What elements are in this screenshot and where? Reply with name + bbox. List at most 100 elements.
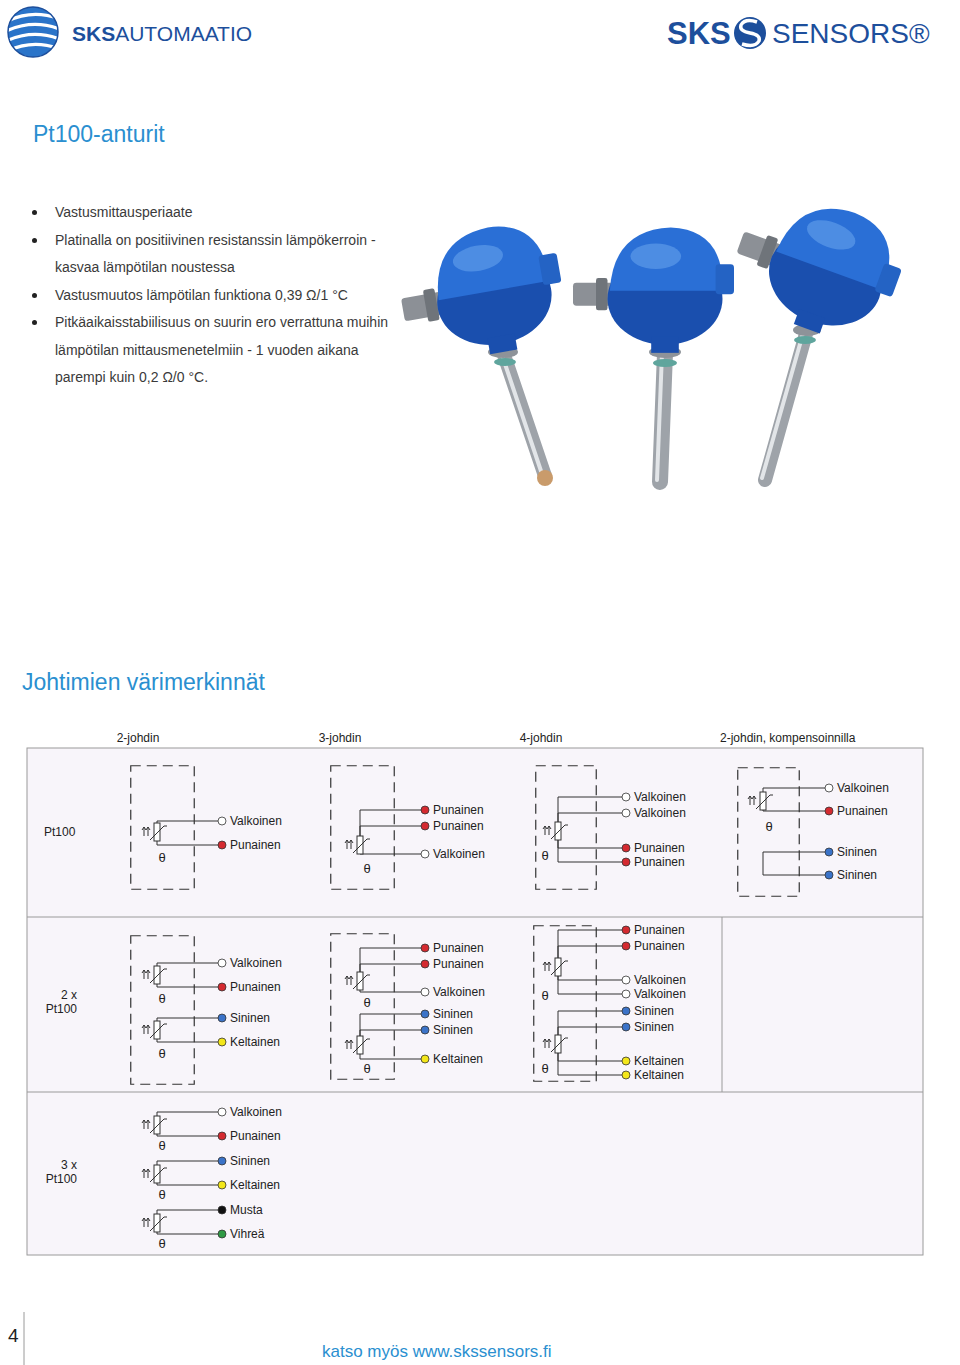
temperature-arrow bbox=[543, 962, 547, 965]
theta-symbol: θ bbox=[363, 996, 370, 1009]
dashed-outline bbox=[536, 766, 597, 890]
temperature-arrow bbox=[752, 796, 756, 799]
wire-color-label: Keltainen bbox=[433, 1052, 483, 1066]
product-photo-part bbox=[653, 359, 677, 367]
brand-logo: AUTOMAATIO bbox=[115, 21, 252, 46]
wire-color-label: Valkoinen bbox=[634, 806, 686, 820]
wire-color-label: Keltainen bbox=[230, 1035, 280, 1049]
product-photo-part-part bbox=[716, 264, 734, 294]
terminal-dot bbox=[421, 1010, 429, 1018]
terminal-dot bbox=[218, 1157, 226, 1165]
dashed-outline bbox=[331, 766, 395, 890]
wire-color-label: Sininen bbox=[433, 1023, 473, 1037]
terminal-dot bbox=[622, 793, 630, 801]
theta-symbol: θ bbox=[541, 1062, 548, 1075]
product-photo-part bbox=[537, 470, 553, 486]
resistor-symbol bbox=[555, 1035, 561, 1053]
resistor-symbol bbox=[154, 823, 160, 841]
column-header: 2-johdin bbox=[117, 731, 160, 745]
row-header: 3 x Pt100 bbox=[37, 1158, 77, 1187]
wire bbox=[157, 1210, 222, 1214]
wire bbox=[360, 964, 425, 972]
terminal-dot bbox=[622, 926, 630, 934]
wiring-table-frame bbox=[27, 748, 923, 1255]
temperature-arrow bbox=[349, 1040, 353, 1043]
terminal-dot bbox=[421, 944, 429, 952]
product-photo-part bbox=[794, 336, 816, 344]
temperature-arrow bbox=[142, 827, 146, 830]
temperature-arrow bbox=[547, 1039, 551, 1042]
dashed-outline bbox=[738, 768, 800, 897]
wire-color-label: Valkoinen bbox=[433, 847, 485, 861]
resistor-symbol bbox=[150, 1168, 167, 1182]
dashed-outline bbox=[534, 926, 597, 1082]
product-photo bbox=[391, 180, 914, 486]
wire bbox=[763, 788, 829, 792]
dashed-outline bbox=[331, 934, 395, 1080]
wire-color-label: Musta bbox=[230, 1203, 263, 1217]
terminal-dot bbox=[218, 1038, 226, 1046]
terminal-dot bbox=[421, 822, 429, 830]
resistor-symbol bbox=[154, 1214, 160, 1232]
terminal-dot bbox=[421, 850, 429, 858]
wire bbox=[360, 990, 425, 992]
wire bbox=[360, 854, 425, 855]
wire-color-label: Punainen bbox=[230, 1129, 281, 1143]
company-logo-icon bbox=[4, 7, 62, 57]
wire-color-label: Valkoinen bbox=[634, 790, 686, 804]
temperature-arrow bbox=[146, 1218, 150, 1221]
temperature-arrow bbox=[543, 826, 547, 829]
sensors-logo-icon-part bbox=[734, 17, 766, 49]
terminal-dot bbox=[825, 848, 833, 856]
dashed-outline bbox=[533, 925, 597, 1082]
wire-color-label: Punainen bbox=[837, 804, 888, 818]
product-photo-part-part bbox=[651, 337, 679, 353]
temperature-arrow bbox=[748, 796, 752, 799]
resistor-symbol bbox=[760, 792, 766, 810]
resistor-symbol bbox=[150, 1024, 167, 1038]
bullet-point: Vastusmittausperiaate bbox=[55, 199, 393, 227]
wire-color-label: Punainen bbox=[634, 841, 685, 855]
wire-color-label: Sininen bbox=[433, 1007, 473, 1021]
sensors-logo-icon-part bbox=[741, 21, 760, 46]
company-logo-icon-part bbox=[8, 7, 58, 57]
column-header: 3-johdin bbox=[319, 731, 362, 745]
resistor-symbol bbox=[154, 1116, 160, 1134]
dashed-outline bbox=[131, 766, 195, 890]
temperature-arrow bbox=[142, 970, 146, 973]
temperature-arrow bbox=[345, 840, 349, 843]
product-photo-part-part bbox=[423, 288, 440, 322]
wire-color-label: Valkoinen bbox=[230, 814, 282, 828]
terminal-dot bbox=[622, 942, 630, 950]
resistor-symbol bbox=[357, 836, 363, 854]
terminal-dot bbox=[218, 817, 226, 825]
theta-symbol: θ bbox=[158, 992, 165, 1005]
resistor-symbol bbox=[551, 1038, 568, 1052]
terminal-dot bbox=[421, 1026, 429, 1034]
sensor-boundary-box: θθ bbox=[330, 933, 395, 1080]
temperature-arrow bbox=[142, 1169, 146, 1172]
wire bbox=[558, 1011, 626, 1035]
row-header: 2 x Pt100 bbox=[37, 988, 77, 1017]
footer-rule-part bbox=[24, 1312, 25, 1365]
terminal-dot bbox=[622, 1023, 630, 1031]
resistor-symbol bbox=[154, 1021, 160, 1039]
wire bbox=[157, 1232, 222, 1234]
dashed-outline bbox=[330, 765, 395, 890]
wire bbox=[558, 840, 626, 862]
theta-symbol: θ bbox=[158, 1047, 165, 1060]
theta-symbol: θ bbox=[363, 1062, 370, 1075]
terminal-dot bbox=[825, 871, 833, 879]
product-photo-part-part bbox=[538, 253, 561, 286]
terminal-dot bbox=[622, 844, 630, 852]
wire-color-label: Punainen bbox=[433, 957, 484, 971]
product-photo-part bbox=[502, 355, 542, 474]
temperature-arrow bbox=[543, 1039, 547, 1042]
temperature-arrow bbox=[146, 1120, 150, 1123]
theta-symbol: θ bbox=[158, 851, 165, 864]
wiring-table-frame-part bbox=[27, 748, 923, 1255]
wire-color-label: Punainen bbox=[634, 923, 685, 937]
terminal-dot bbox=[218, 841, 226, 849]
terminal-dot bbox=[421, 988, 429, 996]
temperature-arrow bbox=[345, 976, 349, 979]
